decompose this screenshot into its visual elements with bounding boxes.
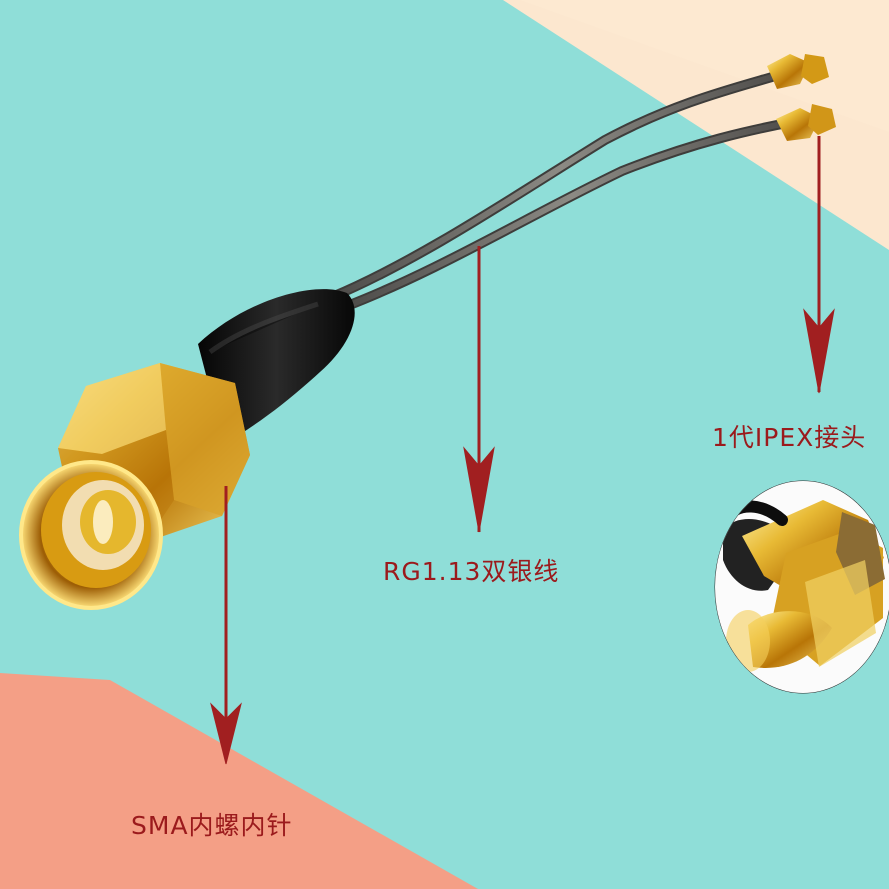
ipex-connector-icon [767, 54, 836, 141]
ipex-detail-icon [714, 480, 889, 694]
down-arrow-icon [210, 136, 835, 765]
sma-connector-icon [19, 363, 250, 610]
ipex-label: 1代IPEX接头 [712, 423, 867, 452]
sma-label: SMA内螺内针 [131, 811, 293, 840]
cable-label: RG1.13双银线 [383, 557, 560, 586]
